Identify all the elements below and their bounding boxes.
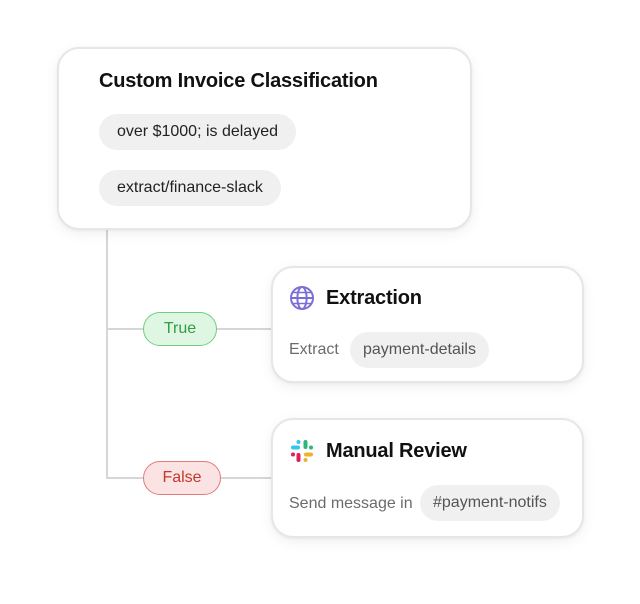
classification-title: Custom Invoice Classification	[99, 70, 378, 92]
extraction-action-label: Extract	[289, 341, 339, 358]
review-channel-pill[interactable]: #payment-notifs	[420, 485, 560, 521]
trunk-connector	[106, 230, 108, 479]
review-action-label: Send message in	[289, 495, 413, 512]
manual-review-card[interactable]: Manual Review Send message in #payment-n…	[271, 418, 584, 538]
manual-review-title: Manual Review	[326, 440, 467, 462]
extraction-card[interactable]: Extraction Extract payment-details	[271, 266, 584, 383]
classification-card[interactable]: Custom Invoice Classification over $1000…	[57, 47, 472, 230]
slack-icon	[291, 440, 313, 462]
condition-pill[interactable]: over $1000; is delayed	[99, 114, 296, 150]
integration-pill[interactable]: extract/finance-slack	[99, 170, 281, 206]
globe-icon	[290, 286, 314, 310]
extraction-target-pill[interactable]: payment-details	[350, 332, 489, 368]
false-branch-label[interactable]: False	[143, 461, 221, 495]
true-branch-label[interactable]: True	[143, 312, 217, 346]
extraction-title: Extraction	[326, 287, 422, 309]
